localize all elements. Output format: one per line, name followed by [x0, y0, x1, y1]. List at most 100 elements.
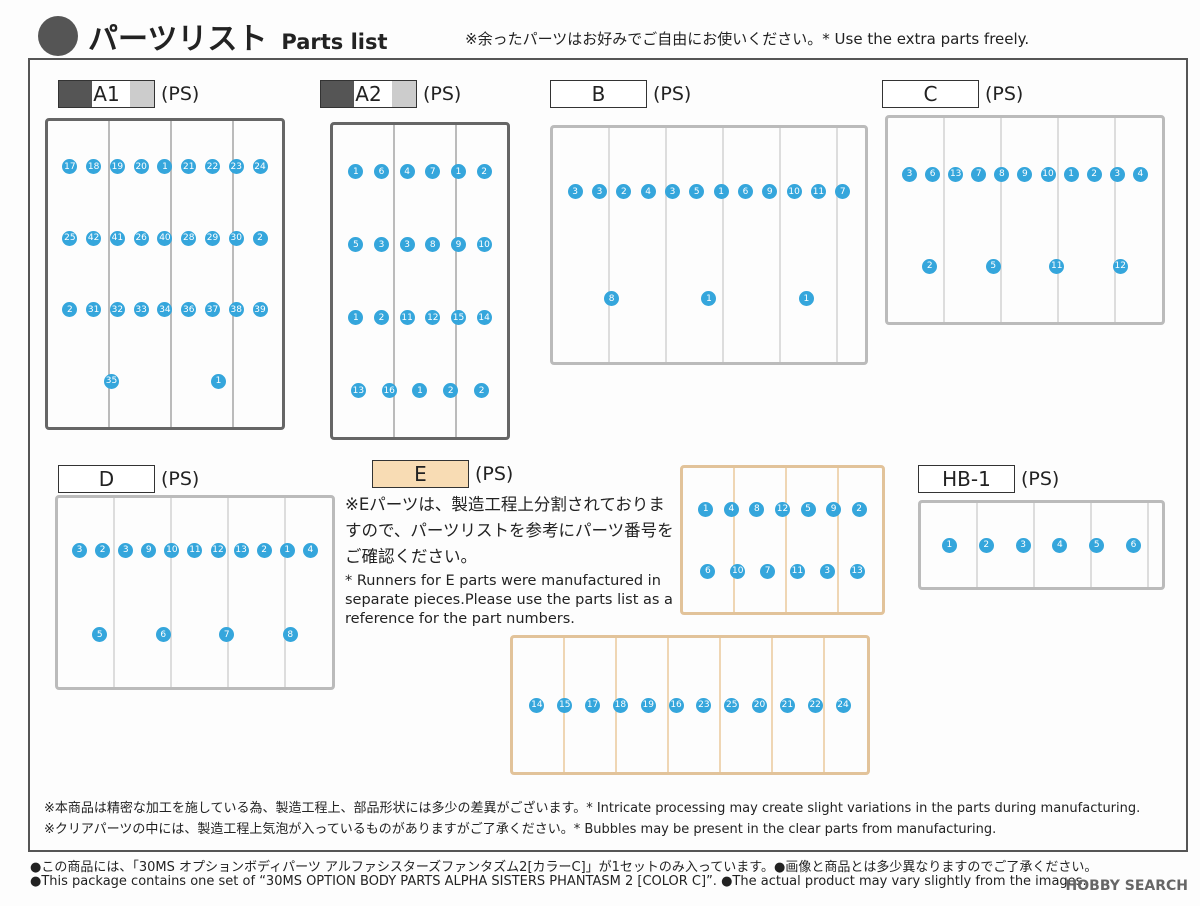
runner-id: C	[882, 80, 979, 108]
part-number: 5	[1089, 537, 1105, 553]
part-number: 3	[591, 184, 607, 199]
part-number: 12	[774, 501, 790, 517]
part-number: 24	[252, 159, 268, 175]
runner-id: A1	[58, 80, 155, 108]
part-number: 36	[181, 302, 197, 318]
part-number: 2	[476, 164, 492, 179]
part-number: 7	[835, 184, 851, 199]
part-number: 1	[279, 542, 295, 558]
part-number: 3	[373, 237, 389, 252]
part-number: 32	[109, 302, 125, 318]
part-number: 3	[118, 542, 134, 558]
part-number: 15	[557, 697, 573, 713]
part-number: 2	[256, 542, 272, 558]
part-number: 22	[204, 159, 220, 175]
part-number: 3	[1015, 537, 1031, 553]
part-number: 9	[450, 237, 466, 252]
part-number: 10	[164, 542, 180, 558]
part-number: 25	[724, 697, 740, 713]
part-number: 2	[474, 383, 490, 398]
part-number: 7	[425, 164, 441, 179]
part-number: 8	[749, 501, 765, 517]
part-number: 10	[476, 237, 492, 252]
part-number: 8	[604, 291, 620, 306]
caution-2: ※クリアパーツの中には、製造工程上気泡が入っているものがありますがご了承ください…	[44, 822, 997, 837]
runner-label-d: D (PS)	[58, 465, 199, 493]
e-parts-note: ※Eパーツは、製造工程上分割されておりますので、パーツリストを参考にパーツ番号を…	[345, 492, 675, 629]
part-number: 19	[109, 159, 125, 175]
part-number: 21	[181, 159, 197, 175]
part-number: 10	[786, 184, 802, 199]
runner-id: D	[58, 465, 155, 493]
part-number: 8	[282, 627, 298, 643]
part-number: 23	[228, 159, 244, 175]
part-number: 1	[412, 383, 428, 398]
runner-material: (PS)	[985, 83, 1024, 105]
e-note-jp: ※Eパーツは、製造工程上分割されておりますので、パーツリストを参考にパーツ番号を…	[345, 495, 674, 566]
footer-en: ●This package contains one set of “30MS …	[30, 874, 1087, 889]
part-number: 5	[92, 627, 108, 643]
part-number: 1	[157, 159, 173, 175]
part-number: 11	[399, 310, 415, 325]
part-number: 14	[476, 310, 492, 325]
part-number: 1	[348, 164, 364, 179]
part-number: 9	[141, 542, 157, 558]
e-note-en: * Runners for E parts were manufactured …	[345, 573, 673, 627]
extra-parts-note: ※余ったパーツはお好みでご自由にお使いください。* Use the extra …	[465, 30, 1030, 48]
part-number: 12	[425, 310, 441, 325]
part-number: 12	[210, 542, 226, 558]
part-number: 37	[204, 302, 220, 318]
runner-id: B	[550, 80, 647, 108]
part-number: 1	[701, 291, 717, 306]
runner-material: (PS)	[1021, 468, 1060, 490]
part-number: 4	[302, 542, 318, 558]
part-number: 28	[181, 230, 197, 246]
header-bullet-icon	[38, 16, 78, 56]
part-number: 1	[713, 184, 729, 199]
part-number: 16	[381, 383, 397, 398]
part-number: 13	[849, 563, 865, 579]
runner-label-a1: A1(PS)	[58, 80, 199, 108]
part-number: 4	[1052, 537, 1068, 553]
part-number: 11	[187, 542, 203, 558]
part-number: 9	[826, 501, 842, 517]
part-number: 2	[978, 537, 994, 553]
part-number: 1	[941, 537, 957, 553]
part-number: 38	[228, 302, 244, 318]
part-number: 40	[157, 230, 173, 246]
part-number: 11	[1049, 258, 1065, 274]
part-number: 10	[730, 563, 746, 579]
runner-id: HB-1	[918, 465, 1015, 493]
footer-jp: ●この商品には、「30MS オプションボディパーツ アルファシスターズファンタズ…	[30, 860, 1098, 875]
part-number: 26	[133, 230, 149, 246]
part-number: 13	[233, 542, 249, 558]
part-number: 3	[72, 542, 88, 558]
part-number: 11	[810, 184, 826, 199]
part-number: 2	[616, 184, 632, 199]
part-number: 1	[698, 501, 714, 517]
part-number: 25	[62, 230, 78, 246]
runner-material: (PS)	[161, 468, 200, 490]
part-number: 5	[800, 501, 816, 517]
part-number: 41	[109, 230, 125, 246]
parts-frame	[28, 58, 1188, 852]
part-number: 4	[399, 164, 415, 179]
part-number: 1	[211, 373, 226, 389]
part-number: 2	[851, 501, 867, 517]
part-number: 29	[204, 230, 220, 246]
part-number: 13	[350, 383, 366, 398]
runner-material: (PS)	[475, 463, 514, 485]
part-number: 6	[700, 563, 716, 579]
part-number: 6	[737, 184, 753, 199]
runner-label-b: B(PS)	[550, 80, 691, 108]
part-number: 2	[95, 542, 111, 558]
part-number: 12	[1112, 258, 1128, 274]
part-number: 18	[612, 697, 628, 713]
part-number: 6	[155, 627, 171, 643]
